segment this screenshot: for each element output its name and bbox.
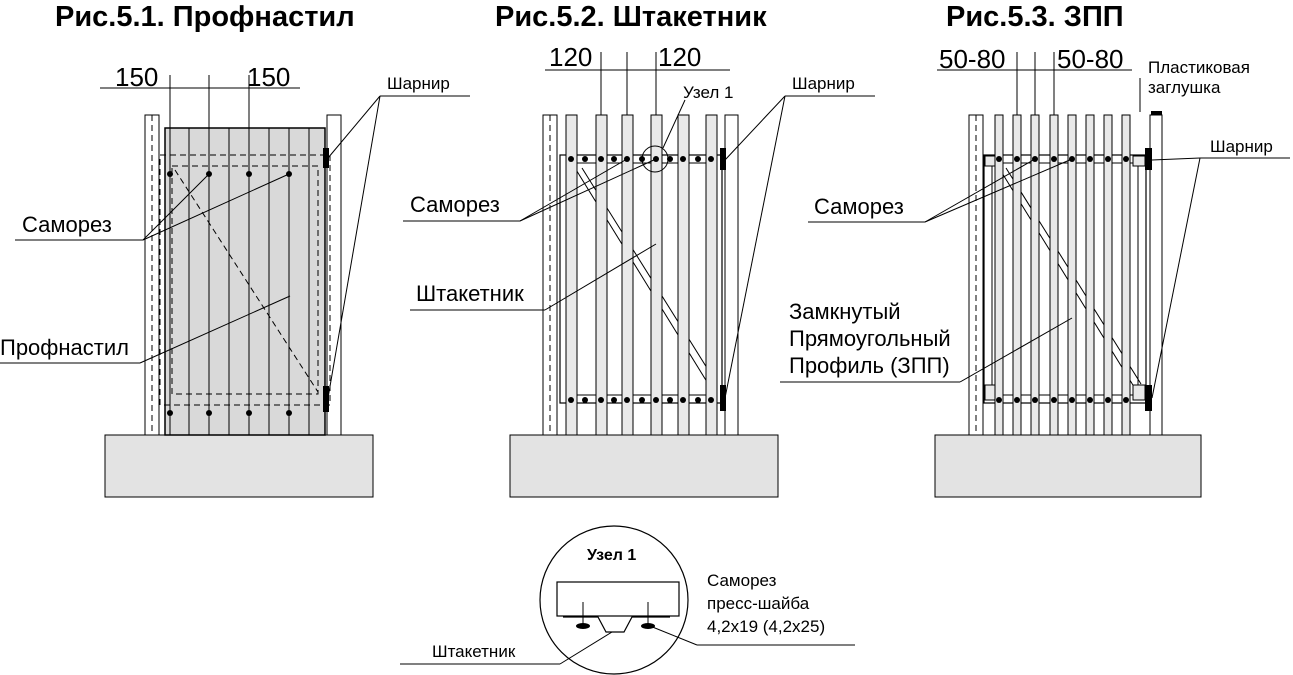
hinge-label: Шарнир xyxy=(792,74,855,93)
figure-3-zpp: 50-80 50-80 Пластиковая заглушка Шарнир … xyxy=(780,44,1290,498)
picket-profile-section xyxy=(563,616,670,633)
detail-title: Узел 1 xyxy=(587,547,636,564)
hinge-bottom xyxy=(323,386,329,412)
plastic-cap xyxy=(1151,111,1162,115)
profile-label: Замкнутый xyxy=(789,299,901,324)
corrugated-sheet xyxy=(164,127,326,436)
figure-1-title: Рис.5.1. Профнастил xyxy=(55,1,355,33)
dimension-label: 120 xyxy=(658,42,701,72)
detail-screw-label: пресс-шайба xyxy=(707,594,810,613)
right-post xyxy=(724,114,739,436)
node-label: Узел 1 xyxy=(683,83,733,102)
plastic-cap-label: Пластиковая xyxy=(1148,58,1250,77)
foundation xyxy=(104,434,374,498)
dimension-label: 50-80 xyxy=(939,44,1006,74)
detail-screw-label: Саморез xyxy=(707,571,777,590)
hinge-top xyxy=(323,148,329,168)
material-label: Профнастил xyxy=(0,335,129,360)
hinge-top xyxy=(720,148,726,170)
detail-node-1: Узел 1 Саморез пресс-шайба 4,2х19 (4,2х2… xyxy=(400,525,855,675)
node-1-marker xyxy=(641,145,669,173)
figure-3-title: Рис.5.3. ЗПП xyxy=(946,1,1124,33)
dimension-label: 150 xyxy=(115,62,158,92)
screw-label: Саморез xyxy=(814,194,904,219)
frame-profile-section xyxy=(556,581,680,617)
dimension-label: 120 xyxy=(549,42,592,72)
figure-1-profnastil: 150 150 Шарнир Саморез Профнастил xyxy=(0,62,470,498)
dimension-label: 50-80 xyxy=(1057,44,1124,74)
detail-circle xyxy=(539,525,689,675)
hinge-label: Шарнир xyxy=(387,74,450,93)
hinge-top xyxy=(1145,148,1152,170)
figure-2-title: Рис.5.2. Штакетник xyxy=(495,1,767,33)
profile-label: Профиль (ЗПП) xyxy=(789,353,950,378)
screw-label: Саморез xyxy=(410,192,500,217)
material-label: Штакетник xyxy=(416,281,524,306)
foundation xyxy=(509,434,779,498)
hinge-label: Шарнир xyxy=(1210,137,1273,156)
detail-screw-label: 4,2х19 (4,2х25) xyxy=(707,617,825,636)
plastic-cap-label: заглушка xyxy=(1148,78,1221,97)
figure-2-shtaketnik: Узел 1 120 120 Шарнир Саморез Штакетник xyxy=(403,42,875,498)
detail-picket-label: Штакетник xyxy=(432,642,516,661)
hinge-bottom xyxy=(1145,385,1152,411)
right-post xyxy=(326,114,342,436)
dimension-label: 150 xyxy=(247,62,290,92)
profile-label: Прямоугольный xyxy=(789,326,951,351)
hinge-bottom xyxy=(720,385,726,411)
screw-label: Саморез xyxy=(22,212,112,237)
foundation xyxy=(934,434,1202,498)
